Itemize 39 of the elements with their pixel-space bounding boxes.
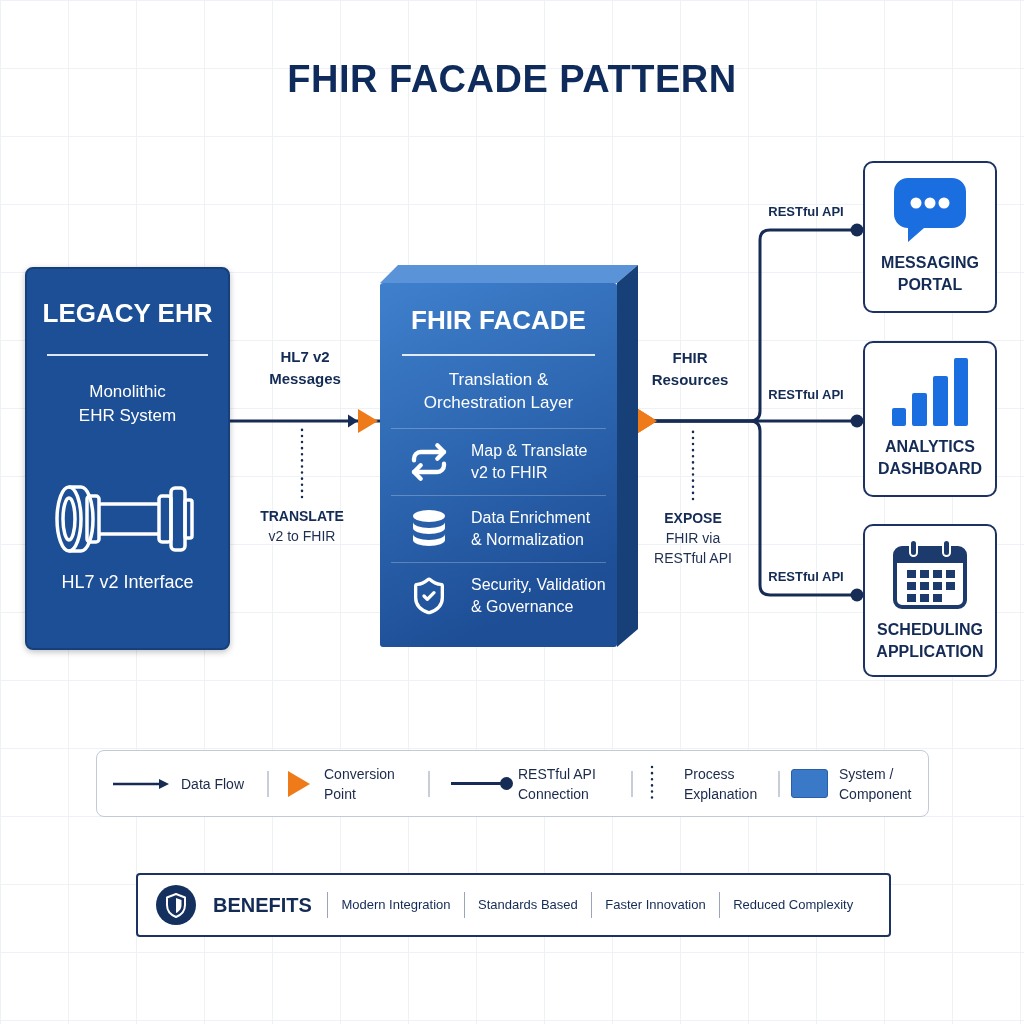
system-box <box>25 267 230 650</box>
benefits-bar <box>136 873 891 937</box>
annotation-heading: EXPOSE <box>664 509 722 528</box>
benefit-item: Reduced Complexity <box>733 896 854 915</box>
leader-line <box>300 427 304 499</box>
benefit-item: Standards Based <box>478 896 578 915</box>
function-label: Map & Translate v2 to FHIR <box>471 441 589 483</box>
legend-label: Conversion Point <box>324 764 396 804</box>
app-card <box>863 341 997 497</box>
box-title: FHIR FACADE <box>411 304 586 336</box>
edge-label: HL7 v2 Messages <box>268 347 342 389</box>
box-subtitle: Monolithic EHR System <box>77 381 178 427</box>
edge-label: RESTful API <box>768 203 844 221</box>
diagram-title: FHIR FACADE PATTERN <box>286 57 738 102</box>
flow-label: FHIR Resources <box>650 348 730 390</box>
legend-label: System / Component <box>839 764 913 804</box>
box-subtitle: Translation & Orchestration Layer <box>422 369 575 414</box>
edge-label: RESTful API <box>768 568 844 586</box>
legend-label: Process Explanation <box>684 764 759 804</box>
connector-line <box>638 409 864 602</box>
function-label: Data Enrichment & Normalization <box>471 508 592 550</box>
annotation-text: v2 to FHIR <box>267 527 337 546</box>
function-label: Security, Validation & Governance <box>471 575 606 617</box>
legend-label: Data Flow <box>181 774 245 794</box>
app-name: SCHEDULING APPLICATION <box>875 619 985 662</box>
box-title: LEGACY EHR <box>42 297 213 329</box>
icon-caption: HL7 v2 Interface <box>61 571 194 594</box>
benefits-heading: BENEFITS <box>213 893 312 918</box>
annotation-text: FHIR via RESTful API <box>653 529 733 568</box>
benefit-item: Faster Innovation <box>605 896 706 915</box>
app-name: ANALYTICS DASHBOARD <box>877 437 983 479</box>
legend-label: RESTful API Connection <box>518 764 597 804</box>
edge-label: RESTful API <box>768 386 844 404</box>
annotation-heading: TRANSLATE <box>260 507 344 526</box>
app-card <box>863 161 997 313</box>
app-card <box>863 524 997 677</box>
app-name: MESSAGING PORTAL <box>880 253 980 295</box>
benefit-item: Modern Integration <box>341 896 451 915</box>
arrow <box>230 409 380 433</box>
